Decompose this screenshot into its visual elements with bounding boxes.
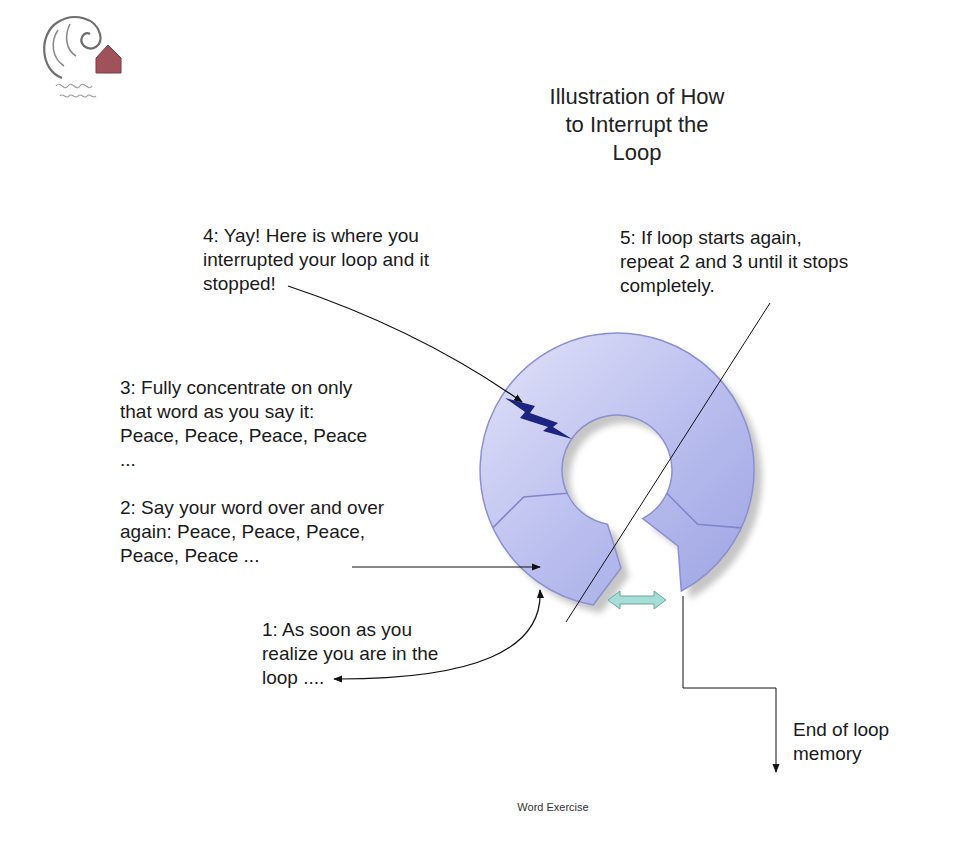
logo-swirl — [44, 17, 100, 78]
ring-segment-cut — [493, 493, 567, 528]
callout-text: 3: Fully concentrate on only that word a… — [120, 376, 372, 472]
callout-block: 4: Yay! Here is where you interrupted yo… — [203, 224, 443, 296]
callout-block: 1: As soon as you realize you are in the… — [262, 618, 454, 690]
loop-ring — [480, 333, 754, 605]
callout-block: End of loop memory — [793, 718, 911, 766]
callout-text: End of loop memory — [793, 718, 911, 766]
logo-swirl — [53, 24, 76, 66]
leader-line — [352, 567, 540, 568]
logo-script — [56, 84, 96, 97]
callout-block: 3: Fully concentrate on only that word a… — [120, 376, 372, 472]
callout-text: 2: Say your word over and over again: Pe… — [120, 496, 402, 568]
callout-text: 4: Yay! Here is where you interrupted yo… — [203, 224, 443, 296]
leader-line — [683, 596, 776, 772]
title-block: Illustration of How to Interrupt the Loo… — [541, 83, 733, 167]
logo — [44, 17, 121, 97]
caption-block: Word Exercise — [453, 800, 653, 814]
callout-text: 1: As soon as you realize you are in the… — [262, 618, 454, 690]
callout-block: 2: Say your word over and over again: Pe… — [120, 496, 402, 568]
title: Illustration of How to Interrupt the Loo… — [541, 83, 733, 167]
callout-text: 5: If loop starts again, repeat 2 and 3 … — [620, 226, 856, 298]
logo-house — [96, 45, 121, 73]
leader-line — [566, 303, 770, 622]
caption: Word Exercise — [453, 800, 653, 814]
lightning-bolt — [505, 398, 572, 439]
ring-segment-cut — [667, 493, 741, 528]
callout-block: 5: If loop starts again, repeat 2 and 3 … — [620, 226, 856, 298]
gap-arrow — [608, 591, 666, 609]
